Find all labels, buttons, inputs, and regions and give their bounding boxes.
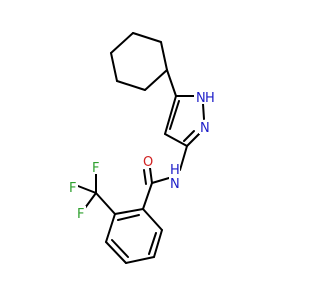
atom-nh-ring: N H	[194, 90, 215, 106]
bond	[110, 52, 118, 82]
bond	[148, 232, 157, 255]
bond-c-f2	[77, 185, 97, 194]
atom-f2: F	[68, 180, 78, 196]
pyrazole-ring	[164, 95, 205, 147]
bond	[164, 133, 188, 147]
bond	[160, 41, 168, 71]
bond	[183, 130, 195, 142]
molecule-drawing: N H N H N O F F F	[0, 0, 300, 300]
atom-o-label: O	[143, 155, 153, 170]
bond	[111, 239, 129, 258]
atom-f-label: F	[69, 181, 76, 196]
bond	[116, 80, 146, 91]
background	[0, 0, 300, 300]
bond	[132, 32, 162, 43]
atom-nh-amide: H N	[169, 162, 180, 192]
bond	[169, 100, 180, 130]
bond	[164, 95, 177, 135]
bond-pyrazole-nh	[179, 145, 188, 171]
atom-f3: F	[76, 206, 86, 222]
atom-h-label: H	[205, 91, 215, 106]
atom-n-label: N	[200, 121, 210, 136]
bond	[110, 32, 134, 54]
bond	[105, 241, 127, 264]
atom-n-ring: N	[199, 120, 210, 136]
bond-c-f3	[84, 192, 97, 209]
atom-o-carbonyl: O	[142, 154, 154, 170]
atom-f-label: F	[77, 207, 84, 222]
bond-carbonyl-o	[149, 167, 153, 184]
bond	[144, 69, 168, 91]
atom-n-label: N	[170, 177, 180, 192]
atom-f1: F	[91, 160, 101, 176]
atom-n-label: N	[196, 91, 206, 106]
bond-cyclohexyl-pyrazole	[166, 69, 177, 97]
bond	[117, 214, 140, 221]
structure-canvas: N H N H N O F F F	[0, 0, 300, 300]
cyclohexyl-group	[110, 32, 168, 91]
bond	[125, 256, 155, 264]
benzene-ring	[105, 208, 163, 264]
bond	[142, 208, 163, 231]
bond	[105, 213, 116, 243]
bond	[186, 133, 200, 147]
bond-aryl-cf3	[95, 192, 116, 215]
atom-f-label: F	[92, 161, 99, 176]
bond	[202, 103, 205, 120]
bond-carbonyl-o-double	[143, 169, 147, 185]
bond	[153, 229, 163, 258]
bond	[114, 208, 144, 215]
bond-nh-carbonyl	[151, 177, 170, 184]
atom-h-label: H	[170, 163, 180, 178]
bond-carbonyl-aryl	[142, 182, 153, 210]
